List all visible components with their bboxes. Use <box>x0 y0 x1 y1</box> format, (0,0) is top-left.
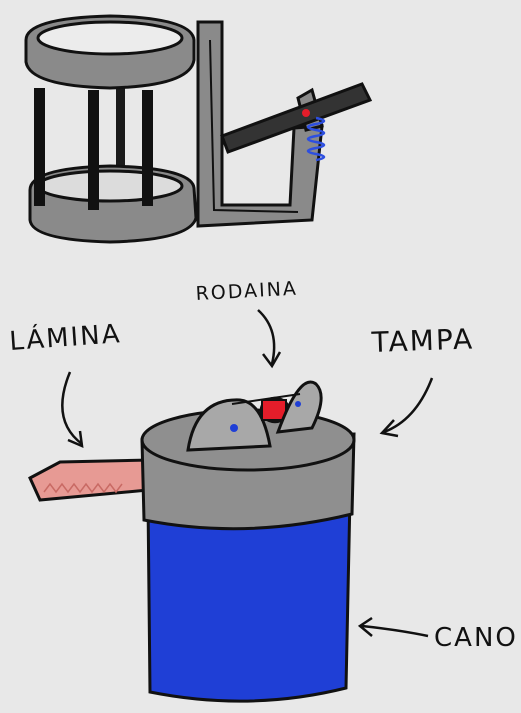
label-lamina: LÁMINA <box>8 317 122 357</box>
roller-dot <box>230 424 238 432</box>
cage-bar <box>34 88 45 206</box>
label-rodaina: RODAINA <box>195 278 298 305</box>
arrow-rodaina <box>258 310 274 364</box>
blade <box>30 460 150 500</box>
arrowhead-tampa <box>382 420 398 436</box>
roller-bracket-left <box>188 400 270 450</box>
arrowhead-rodaina <box>263 352 280 366</box>
cage-frame-assembly <box>26 16 370 242</box>
roller-dot <box>295 401 301 407</box>
cage-bar <box>88 90 99 210</box>
pipe-assembly <box>30 382 354 701</box>
label-cano: CANO <box>434 623 518 653</box>
cage-bar <box>142 90 153 206</box>
cage-top-opening <box>38 22 182 54</box>
label-tampa: TAMPA <box>370 322 475 359</box>
lever-pivot <box>302 109 310 117</box>
cage-bottom-opening <box>38 171 182 201</box>
